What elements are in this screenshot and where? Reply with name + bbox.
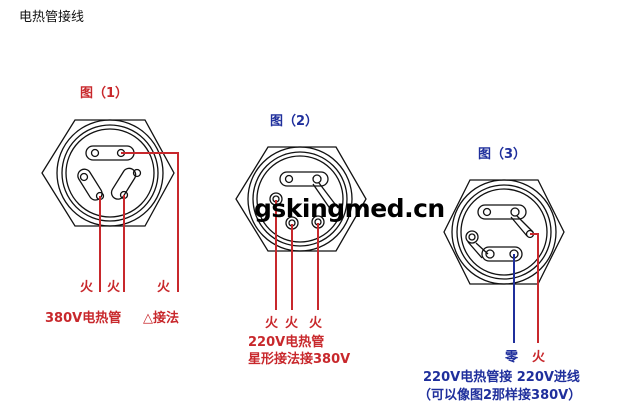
figure-1-heating-element	[41, 119, 175, 227]
figure-3-wire-label-live: 火	[532, 350, 546, 365]
figure-1-caption-voltage: 380V电热管	[45, 311, 122, 326]
figure-3-wire-label-neutral: 零	[505, 350, 519, 365]
figure-1-wire-label-1: 火	[80, 280, 94, 295]
figure-1-wire-label-3: 火	[157, 280, 171, 295]
figure-2-caption-line-1: 220V电热管	[248, 335, 325, 350]
figure-2-wire-label-1: 火	[265, 316, 279, 331]
figure-3-label: 图（3）	[478, 147, 527, 162]
figure-1-wires	[99, 152, 179, 292]
figure-3-caption-line-1: 220V电热管接 220V进线	[423, 370, 580, 385]
figure-1-caption-connection: △接法	[143, 311, 179, 326]
figure-2-wires	[275, 200, 319, 310]
figure-2-label: 图（2）	[270, 114, 319, 129]
figure-1-label: 图（1）	[80, 86, 129, 101]
figure-1-wire-label-2: 火	[107, 280, 121, 295]
figure-3-wires	[513, 233, 539, 343]
figure-3-caption-line-2: （可以像图2那样接380V）	[418, 388, 582, 403]
figure-3-heating-element	[443, 179, 565, 285]
figure-2-wire-label-2: 火	[285, 316, 299, 331]
figure-2-caption-line-2: 星形接法接380V	[248, 352, 351, 367]
page-title: 电热管接线	[19, 10, 85, 25]
watermark-text: gskingmed.cn	[254, 194, 445, 223]
figure-2-wire-label-3: 火	[309, 316, 323, 331]
